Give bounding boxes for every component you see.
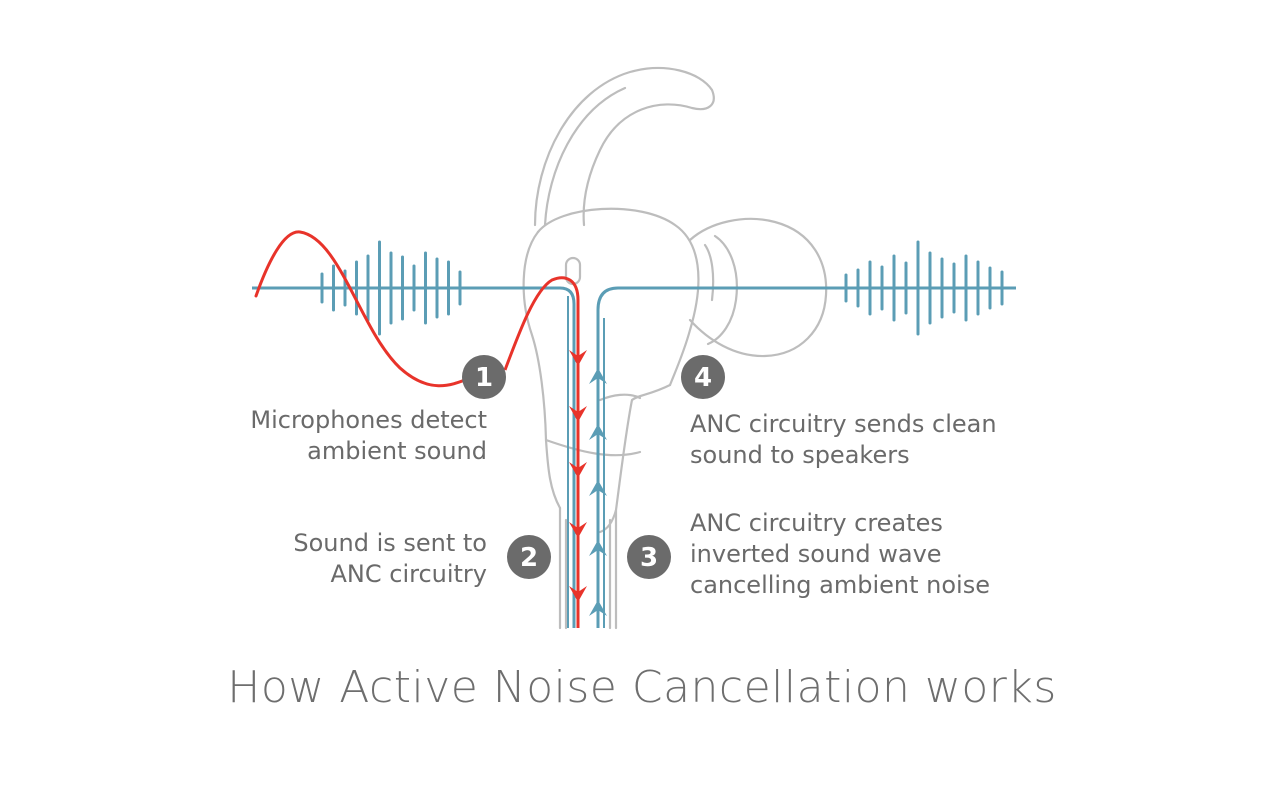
arrow-down-icon xyxy=(569,350,587,602)
arrow-down-icon xyxy=(569,522,587,538)
step-2-caption: Sound is sent to ANC circuitry xyxy=(260,528,487,590)
arrow-down-icon xyxy=(569,586,587,602)
step-badge-4: 4 xyxy=(681,355,725,399)
step-badge-2: 2 xyxy=(507,535,551,579)
step-2-line-1: Sound is sent to xyxy=(293,529,487,557)
step-3-caption: ANC circuitry creates inverted sound wav… xyxy=(690,508,990,601)
step-badge-3: 3 xyxy=(627,535,671,579)
arrow-down-icon xyxy=(569,350,587,366)
ambient-sound-wave xyxy=(254,230,472,388)
step-badge-1: 1 xyxy=(462,355,506,399)
step-4-line-2: sound to speakers xyxy=(690,441,910,469)
earbud-outline-icon xyxy=(522,66,828,630)
arrow-up-icon xyxy=(589,424,607,440)
step-3-line-3: cancelling ambient noise xyxy=(690,571,990,599)
svg-text:2: 2 xyxy=(520,543,538,573)
step-3-line-1: ANC circuitry creates xyxy=(690,509,943,537)
step-1-caption: Microphones detect ambient sound xyxy=(210,405,487,467)
ambient-sound-wave-continued xyxy=(503,276,580,628)
signal-line-output xyxy=(596,286,1016,628)
step-1-line-1: Microphones detect xyxy=(250,406,487,434)
step-2-line-2: ANC circuitry xyxy=(330,560,487,588)
step-1-line-2: ambient sound xyxy=(307,437,487,465)
arrow-up-icon xyxy=(589,480,607,496)
page-title: How Active Noise Cancellation works xyxy=(227,662,1057,713)
arrow-up-icon xyxy=(589,540,607,556)
svg-text:1: 1 xyxy=(475,363,493,393)
step-4-line-1: ANC circuitry sends clean xyxy=(690,410,997,438)
arrow-down-icon xyxy=(569,406,587,422)
arrow-up-icon xyxy=(589,368,607,616)
arrow-up-icon xyxy=(589,368,607,384)
step-4-caption: ANC circuitry sends clean sound to speak… xyxy=(690,409,997,471)
arrow-up-icon xyxy=(589,600,607,616)
step-3-line-2: inverted sound wave xyxy=(690,540,942,568)
signal-line-input xyxy=(252,286,576,628)
svg-text:3: 3 xyxy=(640,543,658,573)
svg-text:4: 4 xyxy=(694,363,712,393)
arrow-down-icon xyxy=(569,462,587,478)
